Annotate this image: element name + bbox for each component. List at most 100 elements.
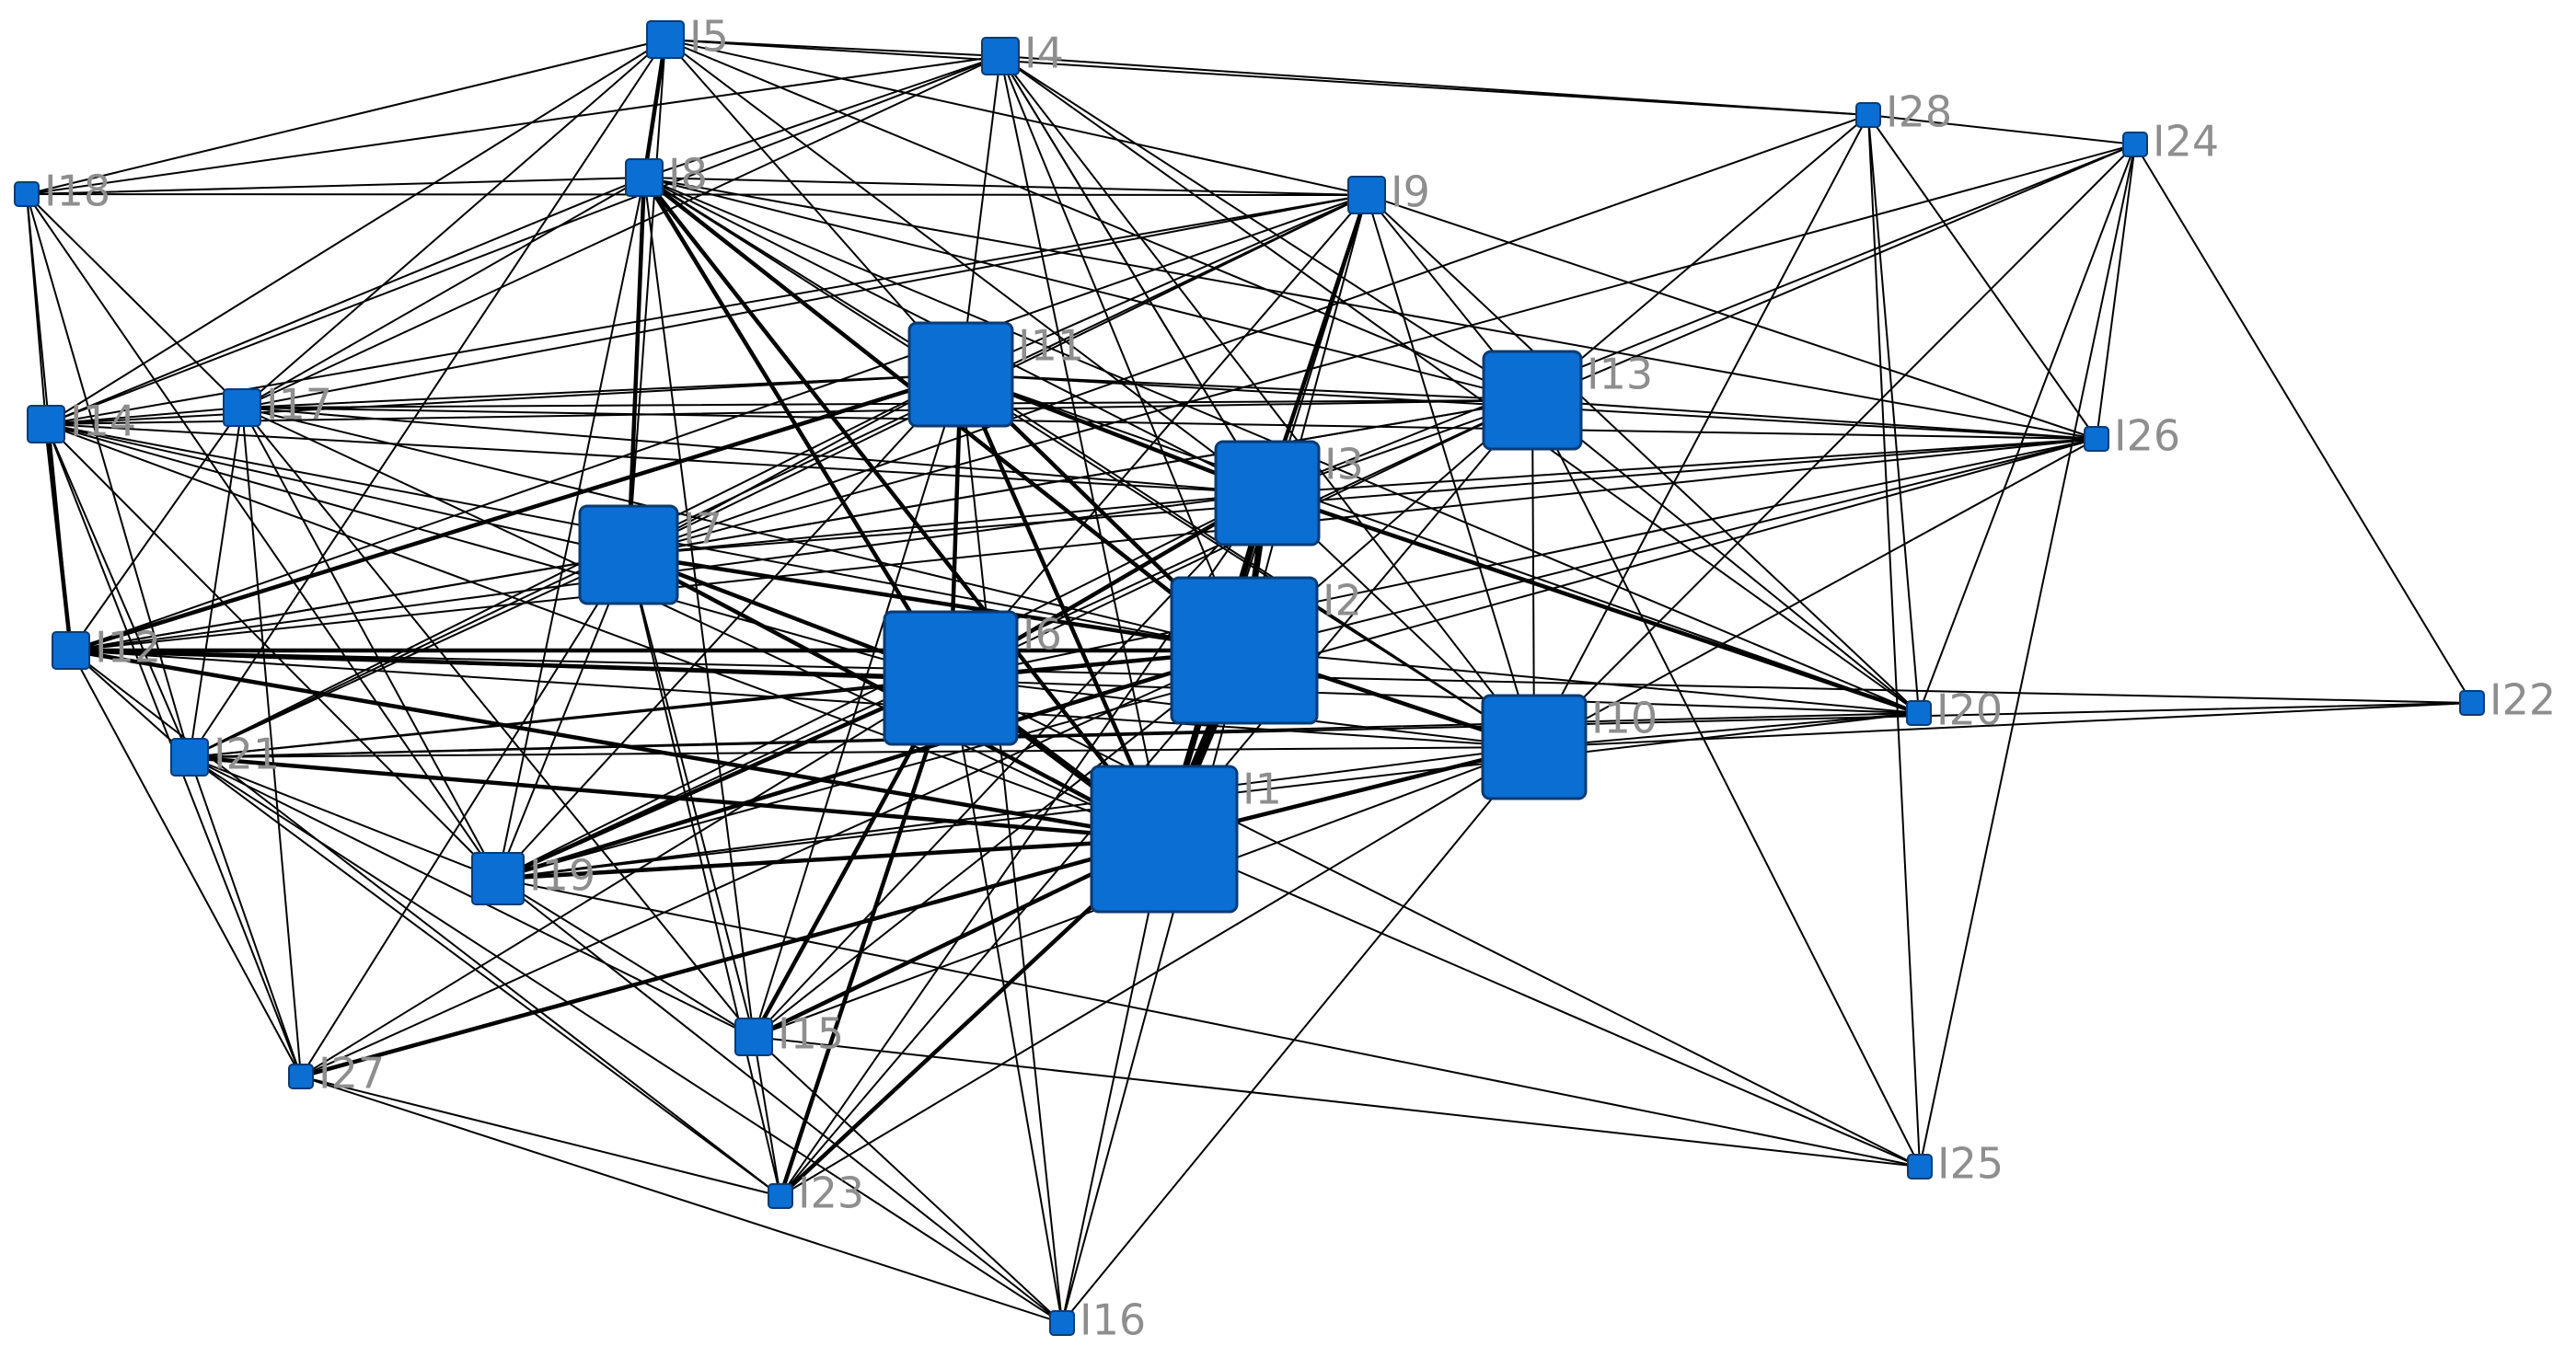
node-square-i12[interactable]	[52, 631, 90, 670]
node-i2[interactable]: I2	[1170, 576, 1362, 725]
edge-i11-i20	[960, 374, 1920, 714]
edge-i8-i26	[643, 177, 2097, 440]
node-square-i16[interactable]	[1049, 1310, 1075, 1336]
node-square-i8[interactable]	[625, 158, 664, 197]
node-label-i9: I9	[1391, 167, 1430, 217]
edge-i2-i15	[753, 650, 1245, 1038]
node-i12[interactable]: I12	[52, 623, 161, 673]
node-i9[interactable]: I9	[1347, 167, 1430, 217]
node-square-i27[interactable]	[288, 1064, 314, 1089]
node-i4[interactable]: I4	[981, 29, 1064, 78]
node-i22[interactable]: I22	[2459, 675, 2556, 725]
node-square-i2[interactable]	[1170, 576, 1319, 725]
edge-i3-i14	[45, 423, 1268, 494]
edge-i5-i18	[26, 39, 666, 195]
node-square-i14[interactable]	[27, 405, 65, 443]
node-i24[interactable]: I24	[2122, 117, 2219, 167]
node-i28[interactable]: I28	[1855, 87, 1952, 137]
node-i27[interactable]: I27	[288, 1049, 385, 1099]
node-square-i5[interactable]	[646, 20, 685, 59]
node-square-i11[interactable]	[907, 321, 1014, 428]
edge-i2-i23	[780, 650, 1245, 1197]
node-i19[interactable]: I19	[471, 851, 595, 905]
node-square-i18[interactable]	[14, 181, 40, 207]
node-square-i15[interactable]	[734, 1018, 773, 1056]
edge-i15-i17	[241, 407, 755, 1038]
edge-i18-i21	[26, 193, 191, 758]
edge-i5-i14	[45, 39, 666, 425]
node-square-i21[interactable]	[170, 738, 209, 777]
edge-i10-i20	[1533, 712, 1920, 748]
edge-i7-i5	[628, 39, 666, 556]
node-i16[interactable]: I16	[1049, 1295, 1146, 1345]
edge-i8-i17	[241, 177, 645, 409]
node-square-i1[interactable]	[1090, 765, 1239, 914]
node-label-i23: I23	[798, 1168, 864, 1218]
node-label-i24: I24	[2153, 117, 2219, 167]
node-square-i24[interactable]	[2122, 132, 2148, 157]
node-i5[interactable]: I5	[646, 12, 729, 62]
node-square-i9[interactable]	[1347, 176, 1386, 214]
edge-i4-i8	[643, 55, 1001, 178]
node-i8[interactable]: I8	[625, 150, 708, 200]
node-square-i4[interactable]	[981, 37, 1020, 75]
edge-i16-i27	[300, 1076, 1063, 1324]
edge-i3-i24	[1266, 144, 2136, 494]
edge-i9-i11	[960, 194, 1368, 375]
edge-i24-i7	[628, 144, 2136, 556]
node-square-i26[interactable]	[2084, 426, 2109, 452]
node-i15[interactable]: I15	[734, 1009, 844, 1059]
node-label-i10: I10	[1591, 694, 1658, 743]
edge-i16-i21	[189, 756, 1063, 1324]
node-square-i19[interactable]	[471, 852, 525, 905]
node-label-i21: I21	[214, 730, 280, 779]
node-i7[interactable]: I7	[578, 504, 722, 605]
node-square-i20[interactable]	[1906, 700, 1932, 726]
node-i21[interactable]: I21	[170, 730, 280, 779]
node-square-i22[interactable]	[2459, 690, 2485, 716]
edge-i11-i19	[497, 374, 962, 880]
edge-i24-i26	[2096, 144, 2136, 440]
edge-i2-i16	[1061, 650, 1245, 1324]
edge-i1-i12	[68, 648, 1167, 842]
node-i20[interactable]: I20	[1906, 685, 2003, 735]
node-i3[interactable]: I3	[1214, 440, 1364, 547]
edge-i14-i21	[45, 423, 191, 758]
edge-i8-i18	[26, 177, 645, 195]
node-i26[interactable]: I26	[2084, 411, 2180, 461]
node-label-i19: I19	[529, 851, 595, 901]
node-square-i25[interactable]	[1907, 1154, 1933, 1180]
node-i13[interactable]: I13	[1482, 350, 1653, 451]
node-i1[interactable]: I1	[1090, 765, 1282, 914]
node-square-i6[interactable]	[883, 610, 1019, 746]
edge-i10-i13	[1531, 399, 1535, 748]
edge-i17-i26	[241, 407, 2097, 440]
node-i6[interactable]: I6	[883, 610, 1062, 746]
edge-i5-i9	[664, 39, 1368, 196]
node-square-i7[interactable]	[578, 504, 679, 605]
edge-i7-i23	[628, 554, 781, 1197]
node-square-i17[interactable]	[223, 388, 261, 427]
node-i23[interactable]: I23	[768, 1168, 864, 1218]
node-i14[interactable]: I14	[27, 397, 136, 446]
node-i17[interactable]: I17	[223, 380, 332, 430]
node-i18[interactable]: I18	[14, 167, 110, 216]
edge-i7-i8	[626, 175, 647, 558]
edge-i4-i17	[241, 55, 1001, 409]
edge-layer	[26, 37, 2473, 1324]
edge-i25-i6	[950, 677, 1921, 1168]
node-square-i13[interactable]	[1482, 350, 1583, 451]
edge-i8-i15	[643, 177, 755, 1038]
edge-i26-i28	[1867, 114, 2097, 440]
node-i25[interactable]: I25	[1907, 1139, 2004, 1189]
edge-i9-i14	[45, 194, 1368, 425]
node-i10[interactable]: I10	[1481, 694, 1658, 800]
edge-i7-i14	[45, 423, 630, 556]
node-square-i23[interactable]	[768, 1183, 793, 1209]
node-square-i3[interactable]	[1214, 440, 1321, 547]
node-label-i5: I5	[689, 12, 729, 62]
node-square-i28[interactable]	[1855, 102, 1881, 128]
edge-i24-i28	[1867, 114, 2136, 145]
node-i11[interactable]: I11	[907, 321, 1084, 428]
node-square-i10[interactable]	[1481, 694, 1588, 800]
